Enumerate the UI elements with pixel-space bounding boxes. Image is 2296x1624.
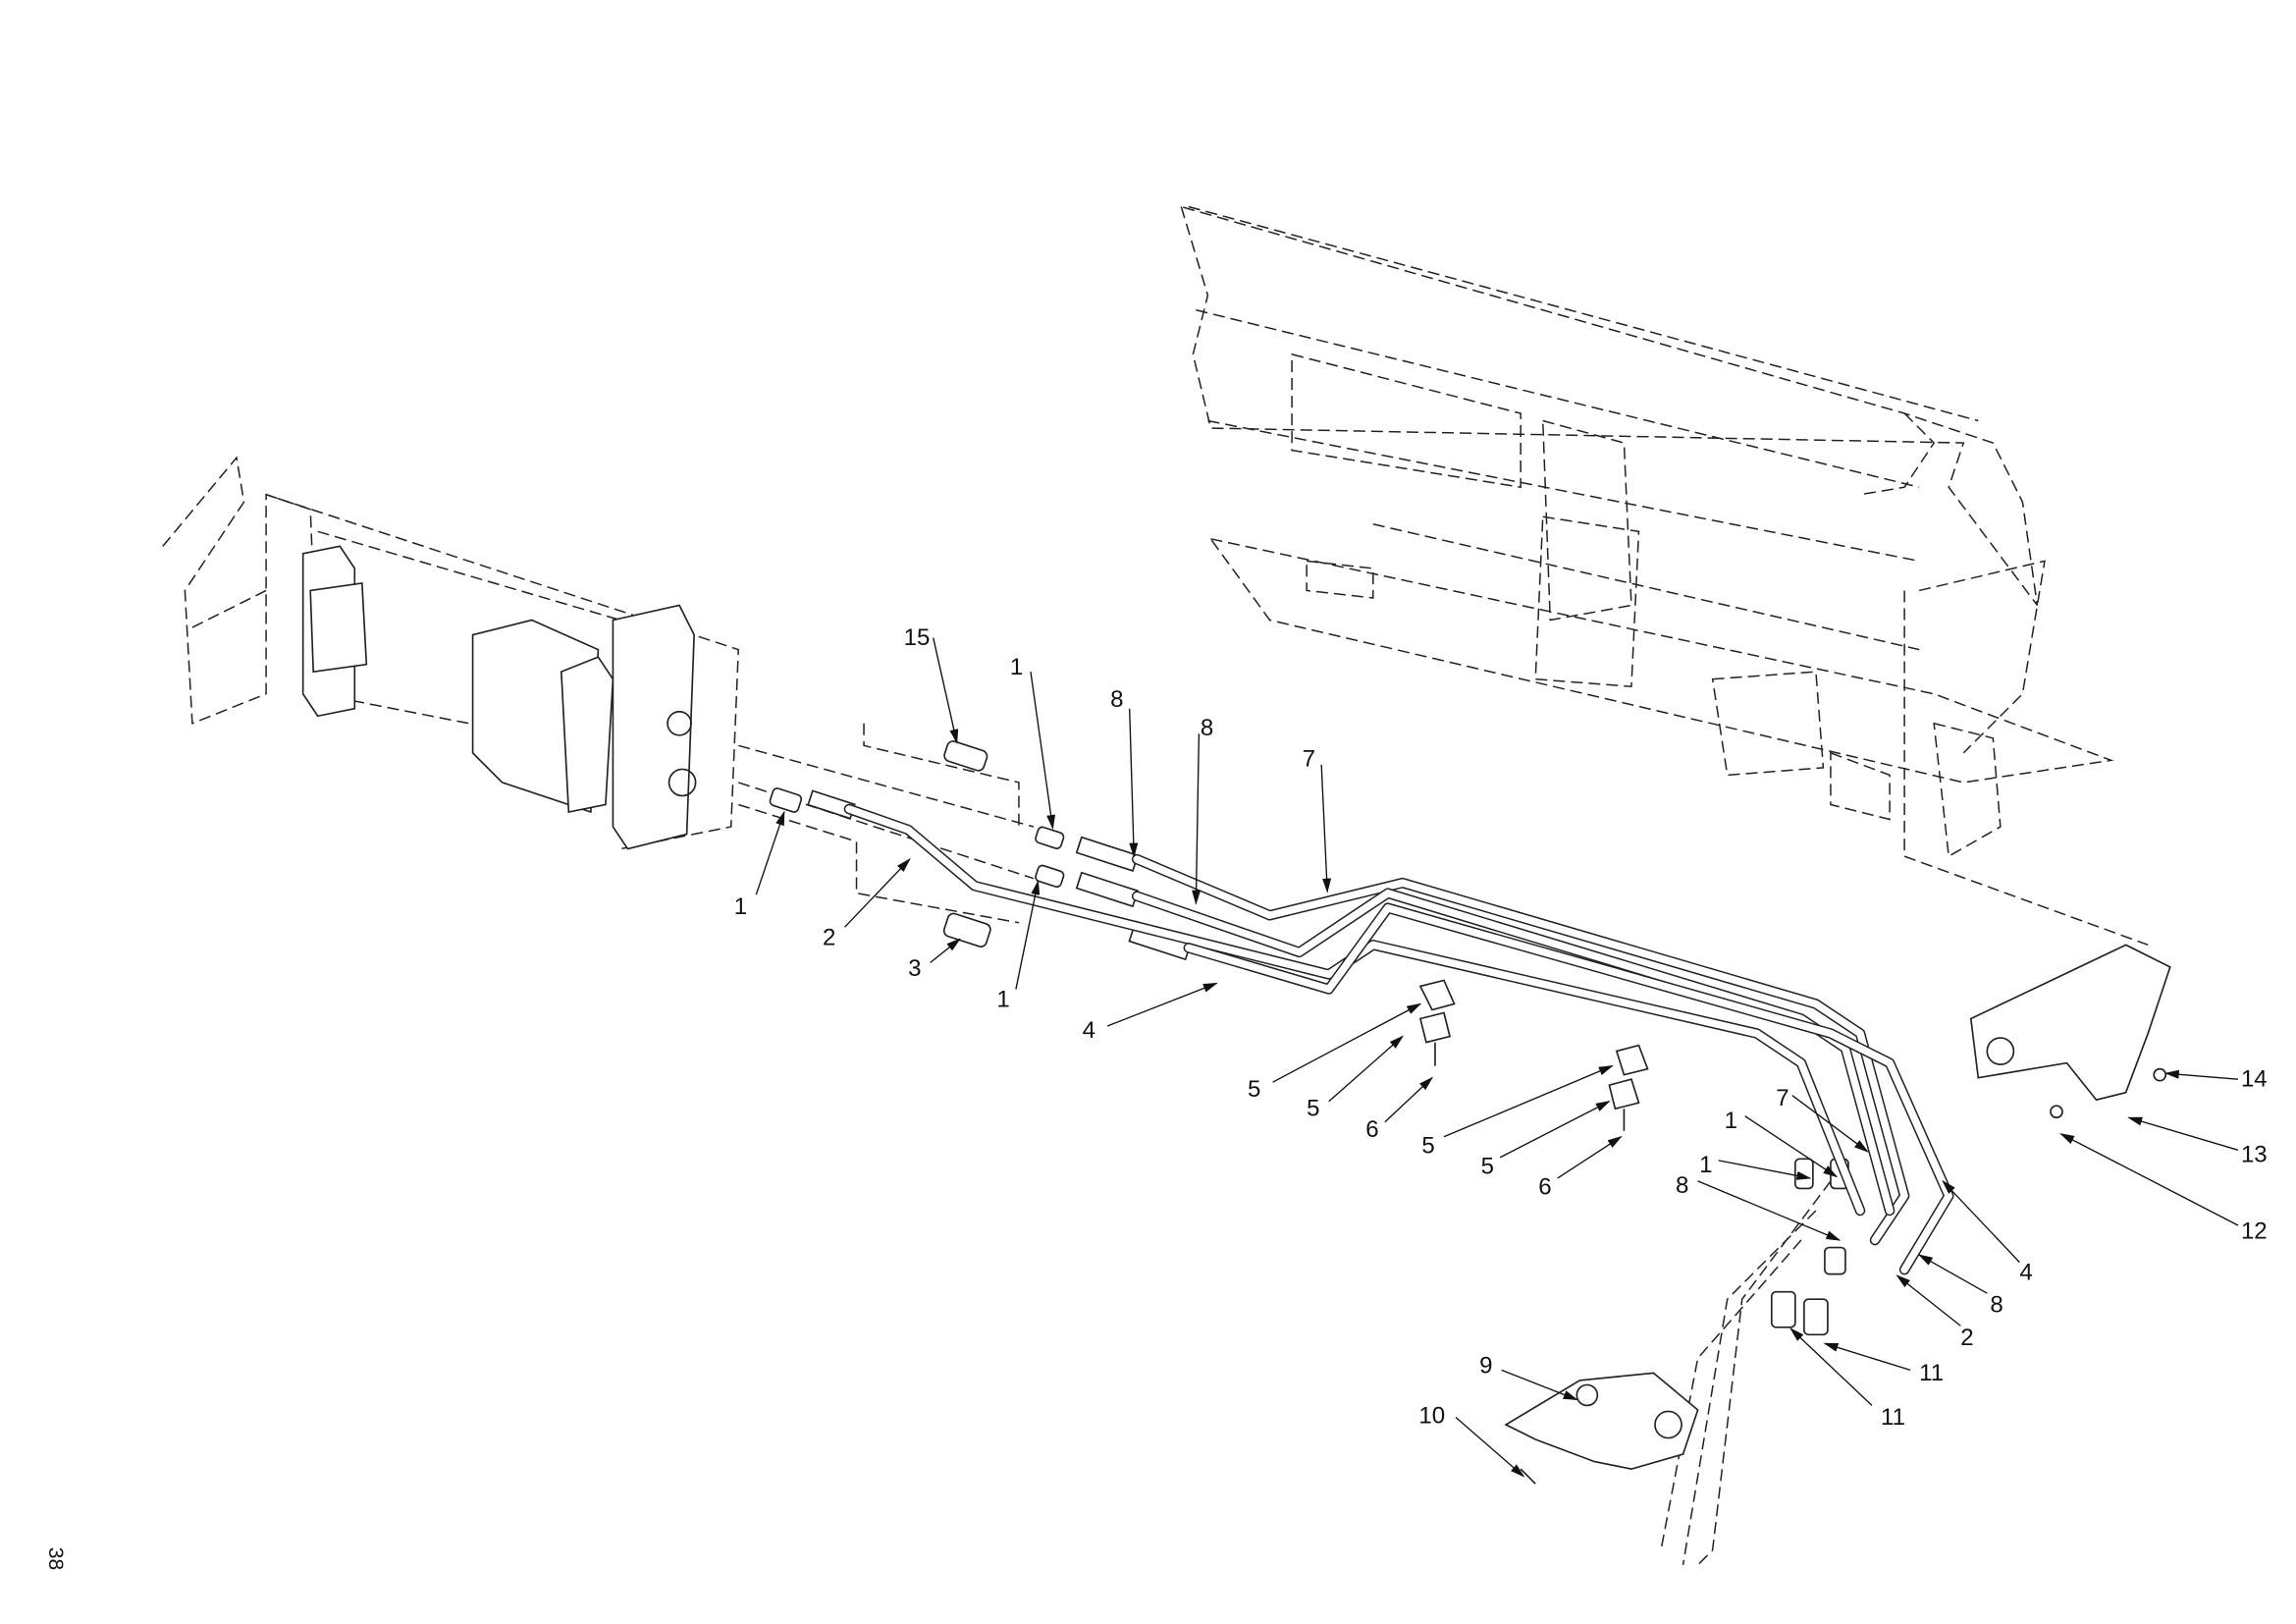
callout-15: 15 [904, 624, 931, 651]
callout-14: 14 [2241, 1066, 2268, 1093]
mounting-bracket [1969, 944, 2171, 1119]
page-number: 38 [44, 1547, 67, 1570]
callout-10: 10 [1418, 1403, 1445, 1430]
callout-2: 2 [823, 924, 835, 950]
callout-7: 7 [1776, 1085, 1789, 1111]
callout-4: 4 [2019, 1260, 2032, 1286]
hose-assemblies [843, 803, 1954, 1275]
callout-1: 1 [1010, 654, 1023, 680]
callout-5: 5 [1248, 1076, 1260, 1103]
callout-2: 2 [1960, 1325, 1973, 1351]
callout-8: 8 [1110, 686, 1123, 713]
callout-4: 4 [1083, 1017, 1095, 1044]
callout-6: 6 [1538, 1173, 1551, 1200]
callout-1: 1 [1725, 1108, 1737, 1134]
callout-1: 1 [734, 893, 747, 920]
callout-8: 8 [1676, 1172, 1688, 1199]
callout-11: 11 [1919, 1360, 1944, 1386]
callout-7: 7 [1303, 745, 1315, 772]
callout-13: 13 [2241, 1141, 2268, 1167]
callout-6: 6 [1365, 1116, 1378, 1143]
callout-11: 11 [1881, 1404, 1905, 1431]
callout-8: 8 [1990, 1292, 2002, 1319]
callout-5: 5 [1421, 1132, 1434, 1159]
callout-5: 5 [1481, 1153, 1494, 1179]
clamps [1418, 979, 1649, 1131]
connection-phantom-lines [738, 723, 1832, 1566]
fittings [769, 740, 1849, 1336]
frame-assembly-phantom [1180, 205, 2149, 947]
callout-9: 9 [1479, 1352, 1492, 1379]
callout-leaders [755, 637, 2239, 1478]
callout-3: 3 [908, 955, 921, 982]
callout-5: 5 [1307, 1096, 1319, 1122]
valve-mount-assembly [162, 456, 740, 850]
callout-8: 8 [1201, 715, 1213, 741]
motor-mount-component [1504, 1372, 1699, 1485]
callout-1: 1 [996, 986, 1009, 1012]
callout-1: 1 [1699, 1152, 1712, 1178]
callout-labels: 15 1 8 8 7 1 2 3 1 4 5 5 6 5 5 6 7 1 1 8… [734, 624, 2268, 1431]
callout-12: 12 [2241, 1218, 2268, 1245]
